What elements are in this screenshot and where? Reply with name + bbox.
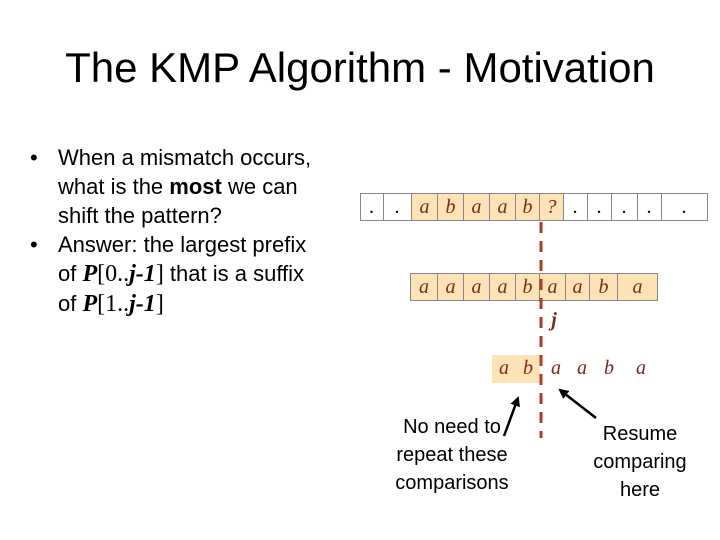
text-cell: a bbox=[490, 193, 516, 221]
text-cell: . bbox=[384, 193, 412, 221]
pattern-cell: a bbox=[438, 273, 464, 301]
pattern-cell: a bbox=[540, 273, 566, 301]
text-cell: . bbox=[662, 193, 708, 221]
text-cell: . bbox=[564, 193, 588, 221]
bullet-2: • Answer: the largest prefix of P[0..j-1… bbox=[30, 230, 350, 319]
text-cell: . bbox=[360, 193, 384, 221]
text-cell: ? bbox=[540, 193, 564, 221]
shifted-cell: b bbox=[516, 355, 540, 383]
right-arrow bbox=[558, 388, 597, 419]
left-arrow bbox=[502, 396, 520, 437]
bullet-dot: • bbox=[30, 145, 38, 170]
pattern-cell: a bbox=[410, 273, 438, 301]
bullet-2-line-2: of P[0..j-1] that is a suffix bbox=[58, 261, 305, 287]
pattern-cell: b bbox=[516, 273, 540, 301]
bullet-2-line-1: Answer: the largest prefix bbox=[58, 232, 307, 257]
bullet-dot: • bbox=[30, 232, 38, 257]
shifted-cell: a bbox=[636, 357, 646, 379]
text-cell: . bbox=[638, 193, 662, 221]
bullet-1-line-1: When a mismatch occurs, bbox=[58, 145, 312, 170]
text-cell: b bbox=[438, 193, 464, 221]
bullet-1: • When a mismatch occurs, what is the mo… bbox=[30, 143, 350, 230]
pattern-cell: b bbox=[590, 273, 618, 301]
slide-title: The KMP Algorithm - Motivation bbox=[65, 44, 655, 91]
bullet-list: • When a mismatch occurs, what is the mo… bbox=[30, 143, 350, 319]
bullet-1-line-3: shift the pattern? bbox=[58, 203, 222, 228]
bullet-2-line-3: of P[1..j-1] bbox=[58, 291, 164, 317]
shifted-cell: b bbox=[604, 357, 614, 379]
note-resume-comparing: Resume comparing here bbox=[593, 423, 687, 501]
text-cell: a bbox=[412, 193, 438, 221]
pattern-cell: a bbox=[566, 273, 590, 301]
j-index-label: j bbox=[551, 309, 557, 331]
pattern-cell: a bbox=[464, 273, 490, 301]
shifted-cell: a bbox=[551, 357, 561, 379]
pattern-cell: a bbox=[618, 273, 658, 301]
shifted-cell: a bbox=[492, 355, 516, 383]
note-no-need-repeat: No need to repeat these comparisons bbox=[395, 416, 509, 494]
emphasis-most: most bbox=[169, 174, 222, 199]
bullet-1-line-2: what is the most we can bbox=[58, 174, 298, 199]
text-cell: . bbox=[612, 193, 638, 221]
text-cell: a bbox=[464, 193, 490, 221]
text-cell: . bbox=[588, 193, 612, 221]
text-cell: b bbox=[516, 193, 540, 221]
pattern-cell: a bbox=[490, 273, 516, 301]
shifted-cell: a bbox=[577, 357, 587, 379]
